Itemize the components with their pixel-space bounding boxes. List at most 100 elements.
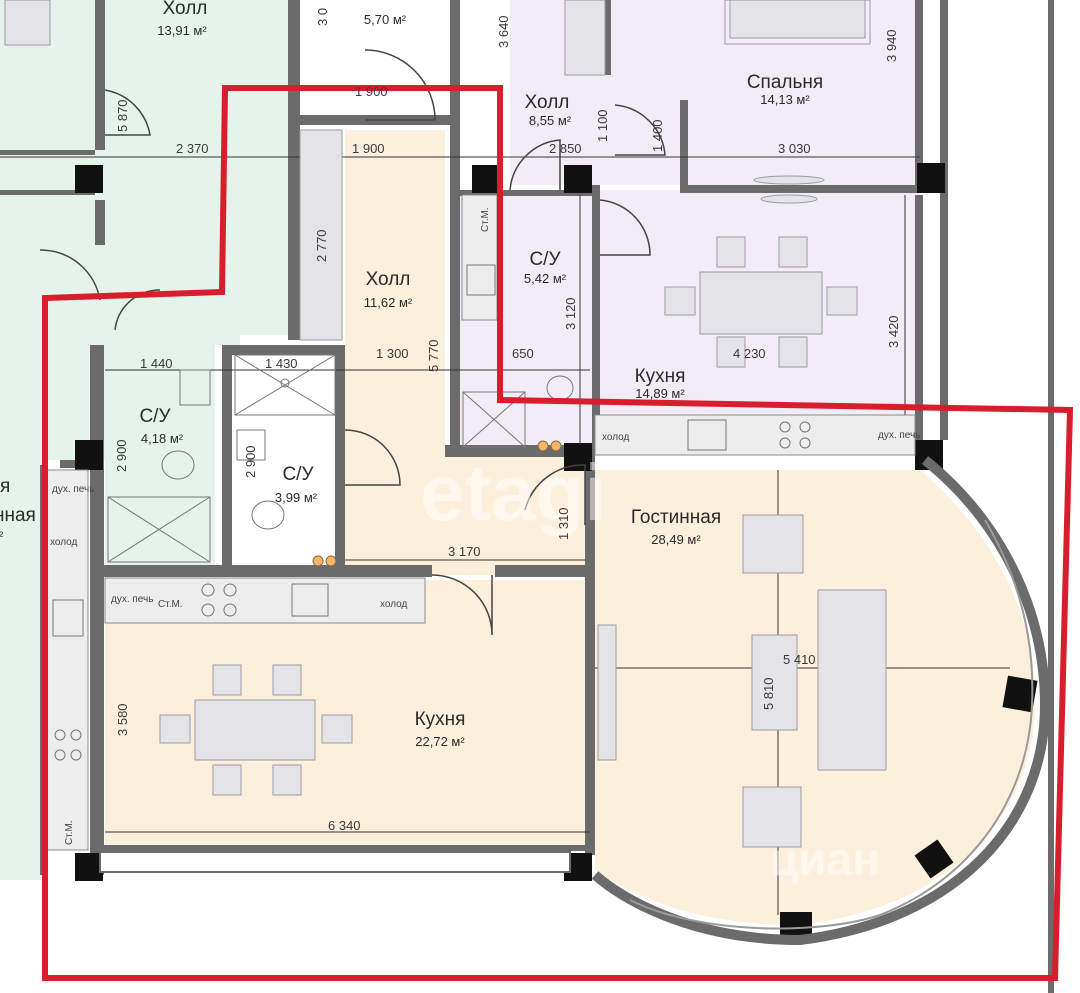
warm-living <box>595 470 1035 925</box>
wall <box>603 0 611 75</box>
hob-ring <box>70 729 82 741</box>
sink <box>291 583 329 617</box>
room-name: Холл <box>525 92 570 113</box>
wall <box>1048 0 1054 993</box>
wardrobe <box>299 129 343 341</box>
room-labels: Холл 13,91 м² 5,70 м² Холл 8,55 м² Спаль… <box>139 0 823 749</box>
hob-ring <box>201 583 215 597</box>
chair <box>321 714 353 744</box>
hob-ring <box>799 437 811 449</box>
wall <box>288 0 300 340</box>
chair <box>778 336 808 368</box>
counter-main-kitchen <box>104 577 426 624</box>
door-swing <box>104 89 151 136</box>
dim-label: 6 340 <box>328 818 361 833</box>
sofa <box>817 589 887 771</box>
bay-window-outer <box>591 456 1051 946</box>
door-swing <box>509 139 561 191</box>
dimension-labels: 2 370 1 900 2 850 3 030 1 440 1 430 1 30… <box>114 8 901 833</box>
room-area-fragment: м² <box>0 528 4 543</box>
wall <box>450 0 460 455</box>
wall <box>592 185 600 445</box>
dim-label: 3 640 <box>496 15 511 48</box>
room-area: 14,13 м² <box>760 92 810 107</box>
wall <box>335 345 345 575</box>
warm-kitchen <box>105 580 590 845</box>
room-area: 13,91 м² <box>157 23 207 38</box>
bed <box>729 0 866 39</box>
dining-table <box>194 699 316 761</box>
bed-frame <box>724 0 871 45</box>
washbasin <box>236 429 266 461</box>
burner <box>325 555 337 567</box>
column <box>917 163 945 193</box>
bay-window <box>591 456 1051 946</box>
room-area: 5,70 м² <box>364 12 407 27</box>
dim-label: 2 770 <box>314 229 329 262</box>
door-swing <box>344 429 401 486</box>
door-swing <box>39 249 101 301</box>
dim-label: 1 430 <box>265 356 298 371</box>
shower-diag <box>234 354 336 416</box>
wall <box>100 845 590 851</box>
dining-table <box>699 271 823 335</box>
dim-label: 5 770 <box>426 339 441 372</box>
room-area: 11,62 м² <box>364 295 413 310</box>
burner <box>312 555 324 567</box>
door-swing <box>431 574 493 636</box>
chair <box>272 664 302 696</box>
wall <box>222 345 345 355</box>
room-name: Спальня <box>747 72 823 93</box>
chair <box>159 714 191 744</box>
fixture-label: холод <box>602 432 630 443</box>
wall <box>585 445 595 575</box>
room-name: Кухня <box>635 366 686 387</box>
column <box>472 165 500 193</box>
highlight-outline <box>42 85 1074 981</box>
wall <box>585 575 595 855</box>
wall <box>680 185 920 193</box>
hob-ring <box>779 421 791 433</box>
room-area: 28,49 м² <box>651 532 701 547</box>
room-name: Кухня <box>415 709 466 730</box>
room-name-fragment: нная <box>0 505 36 526</box>
column <box>75 853 103 881</box>
column <box>75 440 103 470</box>
fixture-label: дух. печь <box>52 484 94 495</box>
kitchen-appliances <box>52 419 811 761</box>
coffee-table <box>751 634 798 731</box>
wall <box>915 0 923 185</box>
dim-label: 3 940 <box>884 29 899 62</box>
dim-label: 5 410 <box>783 652 816 667</box>
dim-label: 4 230 <box>733 346 766 361</box>
hob-ring <box>779 437 791 449</box>
dim-label: 2 370 <box>176 141 209 156</box>
room-name: С/У <box>529 249 561 270</box>
dim-label: 3 170 <box>448 544 481 559</box>
counter-left <box>45 469 89 851</box>
shower <box>234 354 336 416</box>
shower-drain <box>280 378 290 388</box>
room-area: 8,55 м² <box>529 113 572 128</box>
shower <box>462 391 526 448</box>
chair <box>664 286 696 316</box>
column <box>75 165 103 193</box>
door-swing <box>364 49 436 121</box>
wall <box>95 0 105 150</box>
door-swing <box>524 464 586 525</box>
dim-label: 3 120 <box>563 297 578 330</box>
wall <box>915 195 923 445</box>
wall <box>95 200 105 245</box>
shower <box>107 496 211 563</box>
hob-ring <box>70 749 82 761</box>
dim-label: 1 440 <box>140 356 173 371</box>
counters <box>45 194 916 851</box>
bay-window-glass <box>629 519 1034 930</box>
armchair <box>742 514 804 574</box>
cabinet <box>4 0 51 46</box>
warm-hall-lower <box>345 455 585 575</box>
door-swing <box>599 199 651 256</box>
room-area: 5,42 м² <box>524 271 567 286</box>
dim-label: 1 400 <box>650 119 665 152</box>
